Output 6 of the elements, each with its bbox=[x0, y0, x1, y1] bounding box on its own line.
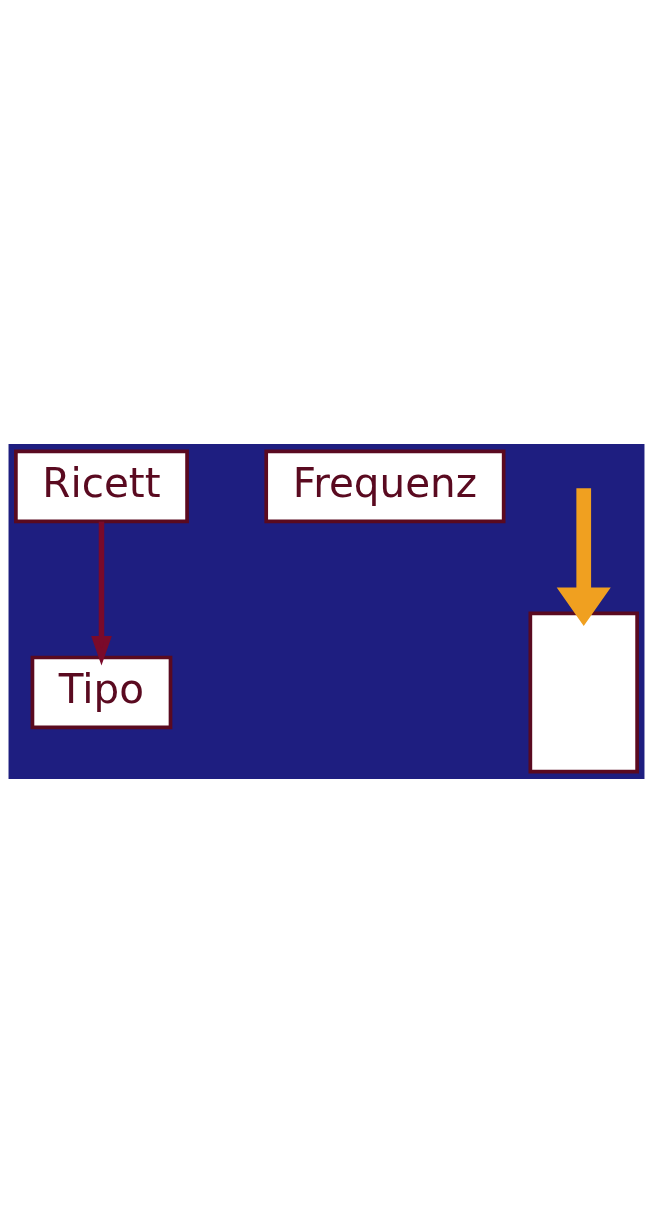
node-box: Ricett bbox=[14, 449, 189, 524]
node-box: Frequenz bbox=[264, 449, 506, 524]
node-box: Tipo bbox=[30, 655, 173, 730]
arrow bbox=[91, 521, 112, 666]
node-box bbox=[528, 611, 639, 774]
arrow bbox=[556, 488, 611, 627]
